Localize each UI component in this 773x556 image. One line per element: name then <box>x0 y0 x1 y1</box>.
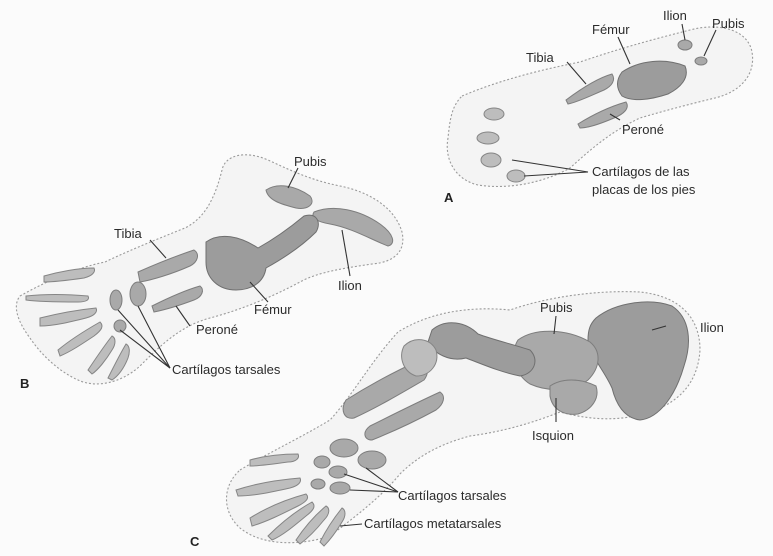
panel-c-label-pubis: Pubis <box>540 300 573 315</box>
panel-b-toe-2 <box>26 295 89 303</box>
panel-a-pubis <box>695 57 707 65</box>
panel-c-tarsal-3 <box>314 456 330 468</box>
panel-a-label-cartilagos-line1: Cartílagos de las <box>592 164 690 179</box>
panel-c-tarsal-6 <box>311 479 325 489</box>
panel-b-label-femur: Fémur <box>254 302 292 317</box>
panel-c-label-isquion: Isquion <box>532 428 574 443</box>
panel-a-label-cartilagos-line2: placas de los pies <box>592 182 695 197</box>
panel-c-label-ilion: Ilion <box>700 320 724 335</box>
panel-b-label-pubis: Pubis <box>294 154 327 169</box>
panel-a-label-ilion: Ilion <box>663 8 687 23</box>
panel-c-tarsal-5 <box>330 482 350 494</box>
panel-a-foot-cartilage-3 <box>481 153 501 167</box>
panel-c-letter: C <box>190 534 199 549</box>
panel-a-foot-cartilage-1 <box>484 108 504 120</box>
panel-b-label-tibia: Tibia <box>114 226 142 241</box>
panel-c-tarsal-2 <box>358 451 386 469</box>
panel-b-drawing <box>16 155 402 384</box>
panel-b-tarsal-cartilage-2 <box>110 290 122 310</box>
panel-a-foot-cartilage-4 <box>507 170 525 182</box>
panel-c-label-cartilagos-metatarsales: Cartílagos metatarsales <box>364 516 501 531</box>
panel-a-ilion <box>678 40 692 50</box>
panel-b-letter: B <box>20 376 29 391</box>
panel-a-foot-cartilage-2 <box>477 132 499 144</box>
panel-c-tarsal-4 <box>329 466 347 478</box>
panel-a-label-pubis: Pubis <box>712 16 745 31</box>
panel-b-label-ilion: Ilion <box>338 278 362 293</box>
panel-a-drawing <box>447 24 752 186</box>
panel-a-label-tibia: Tibia <box>526 50 554 65</box>
panel-a-letter: A <box>444 190 453 205</box>
panel-a-label-femur: Fémur <box>592 22 630 37</box>
panel-b-tarsal-cartilage-1 <box>130 282 146 306</box>
panel-c-tarsal-1 <box>330 439 358 457</box>
panel-b-label-perone: Peroné <box>196 322 238 337</box>
panel-c-drawing <box>227 292 701 546</box>
panel-a-label-perone: Peroné <box>622 122 664 137</box>
panel-b-label-cartilagos-tarsales: Cartílagos tarsales <box>172 362 280 377</box>
panel-c-label-cartilagos-tarsales: Cartílagos tarsales <box>398 488 506 503</box>
